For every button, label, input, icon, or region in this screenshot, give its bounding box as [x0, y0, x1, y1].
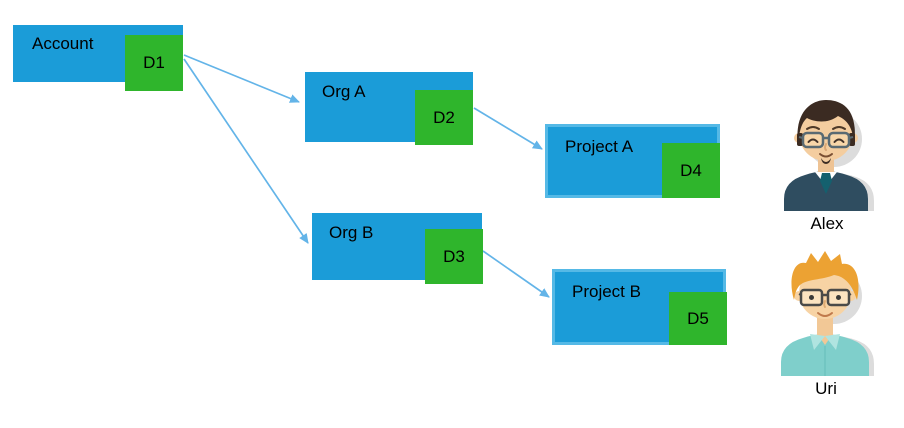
alex-avatar-icon	[784, 100, 874, 211]
node-org-b: Org B D3	[312, 213, 483, 284]
badge-d2-label: D2	[433, 107, 455, 127]
node-org-a: Org A D2	[305, 72, 473, 145]
badge-d3-label: D3	[443, 246, 465, 266]
edge-d2-to-project-a	[473, 107, 543, 150]
badge-d5-label: D5	[687, 308, 709, 328]
user-alex: Alex	[772, 93, 882, 234]
node-org-b-label: Org B	[329, 223, 374, 242]
badge-d1-label: D1	[143, 53, 165, 72]
badge-d2: D2	[415, 90, 473, 145]
edge-d1-to-org-b	[183, 58, 309, 244]
node-account-label: Account	[32, 34, 94, 53]
user-alex-name: Alex	[810, 214, 844, 233]
node-account: Account D1	[13, 25, 183, 91]
badge-d1: D1	[125, 35, 183, 91]
node-project-a-label: Project A	[565, 137, 634, 156]
node-org-a-label: Org A	[322, 82, 366, 101]
edge-d3-to-project-b	[482, 250, 550, 298]
user-uri-name: Uri	[815, 379, 837, 398]
user-uri: Uri	[771, 248, 881, 399]
badge-d3: D3	[425, 229, 483, 284]
edge-d1-to-org-a	[183, 54, 300, 103]
node-project-b: Project B D5	[552, 269, 727, 345]
badge-d4: D4	[662, 143, 720, 198]
badge-d5: D5	[669, 292, 727, 345]
node-project-b-label: Project B	[572, 282, 641, 301]
node-project-a: Project A D4	[545, 124, 720, 198]
uri-avatar-icon	[781, 251, 874, 376]
badge-d4-label: D4	[680, 160, 702, 180]
